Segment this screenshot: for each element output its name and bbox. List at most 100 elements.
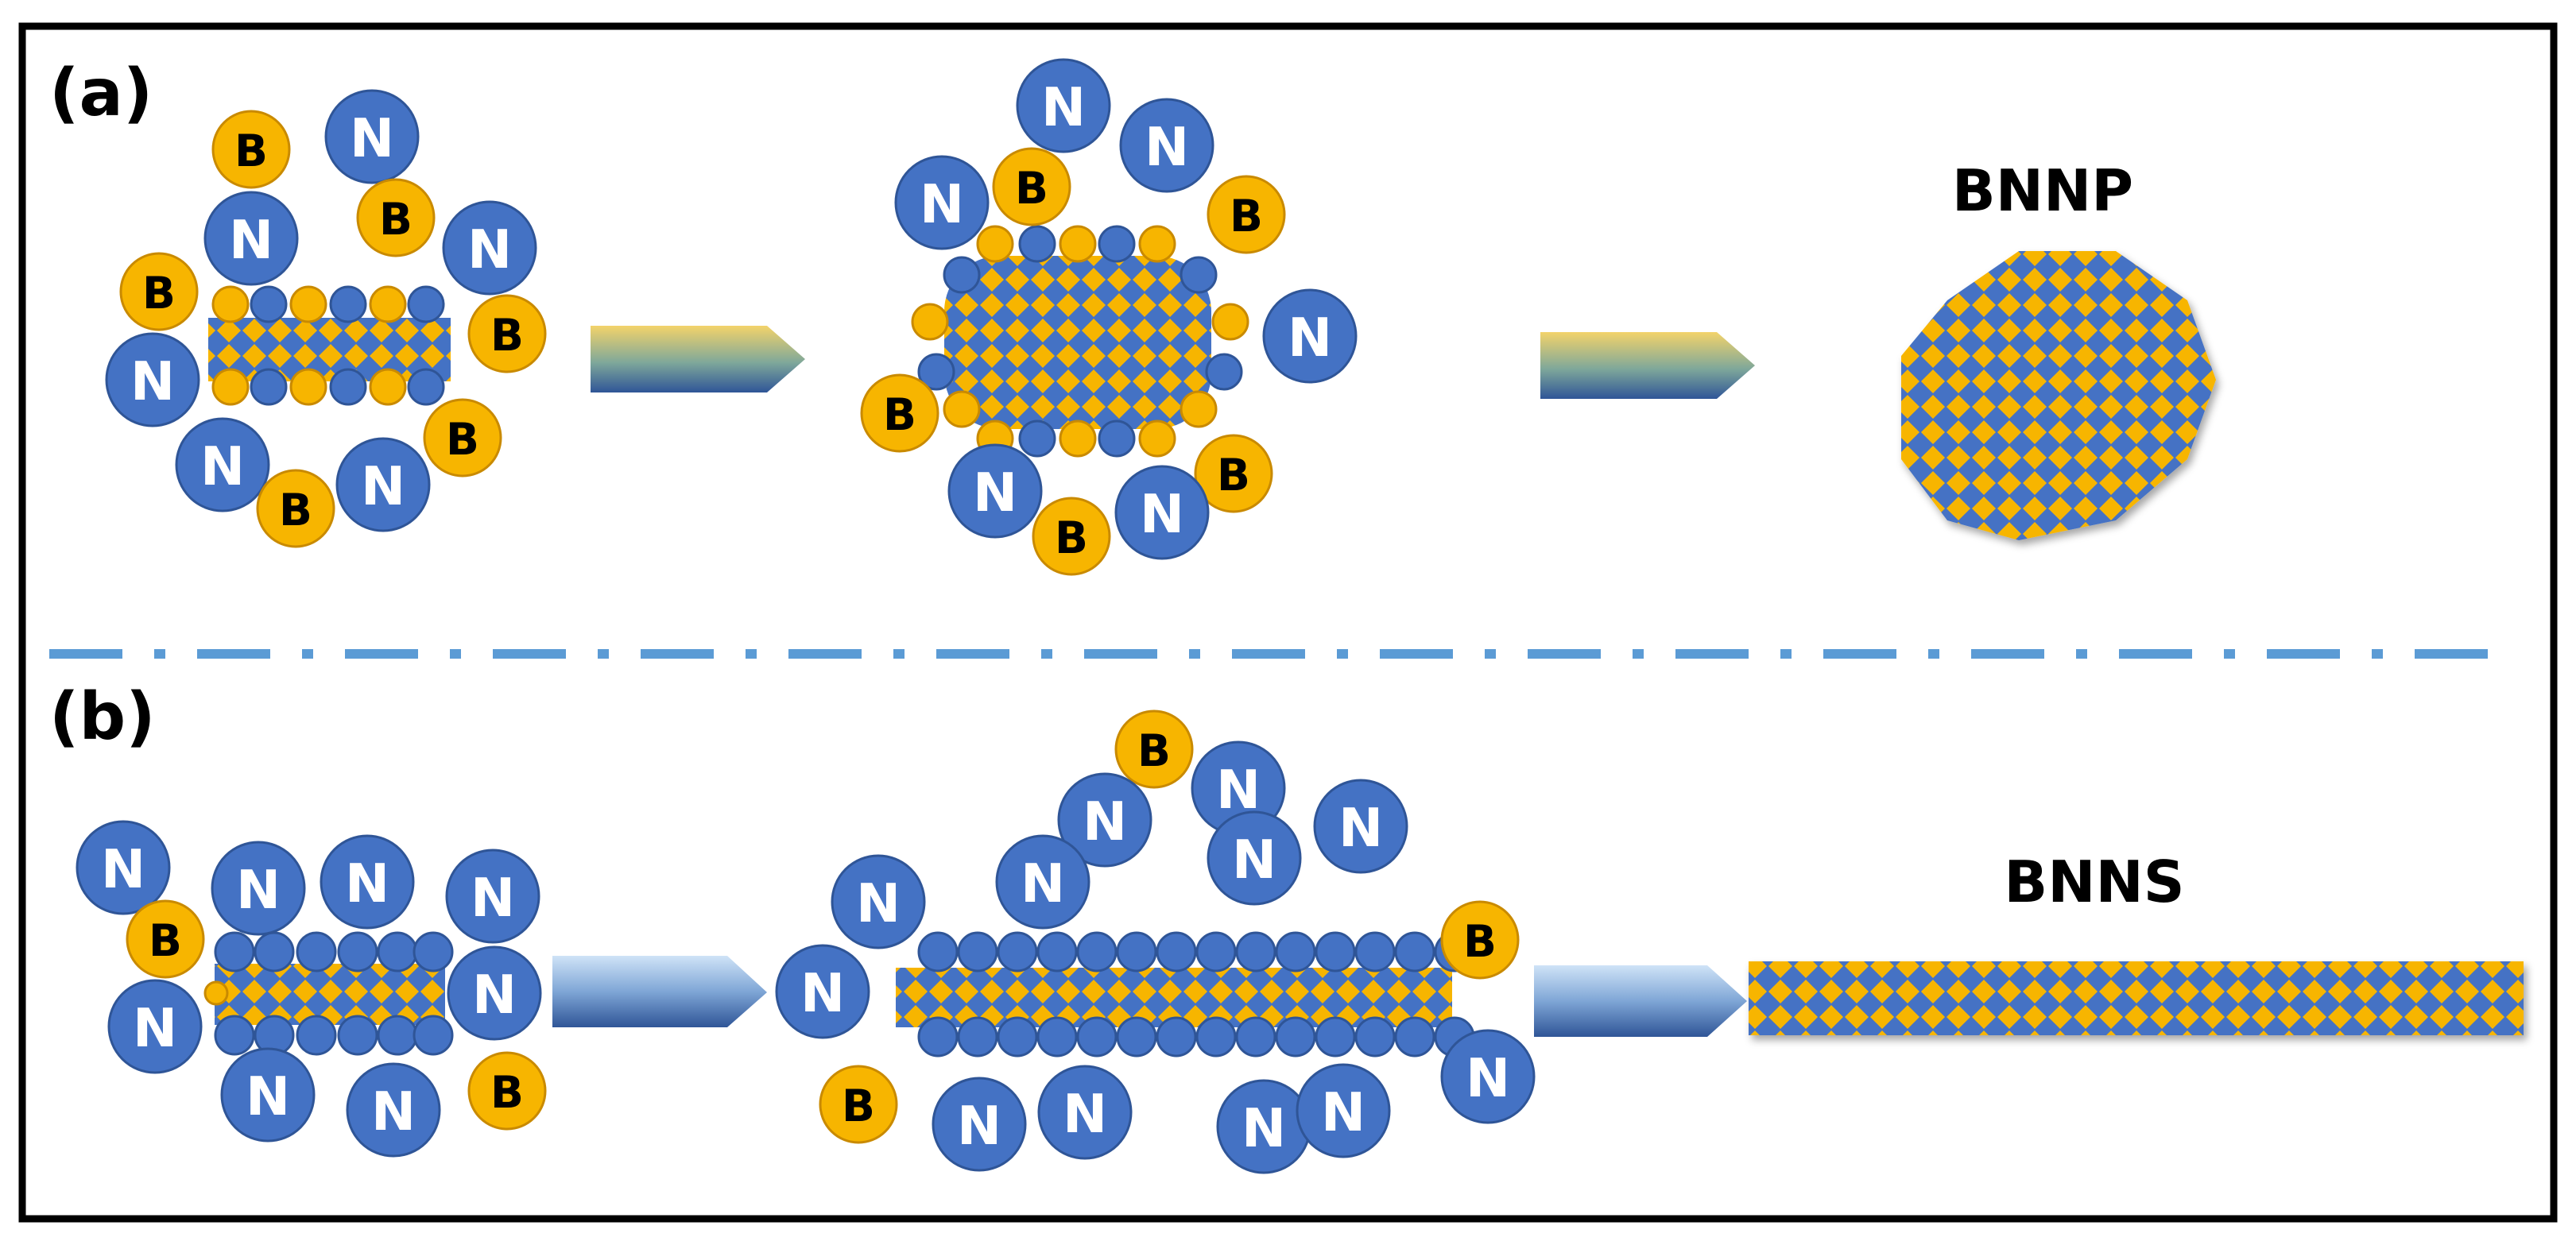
edge-nitrogen-dot: [1076, 1016, 1118, 1057]
nitrogen-circle: [442, 200, 537, 296]
boron-atom: B: [467, 1051, 547, 1131]
edge-nitrogen-dot: [250, 368, 288, 406]
nitrogen-circle: [1114, 465, 1210, 560]
nitrogen-circle: [932, 1077, 1027, 1172]
edge-atoms-a1: [211, 285, 445, 406]
nitrogen-circle: [76, 820, 171, 915]
boron-atom: B: [992, 147, 1071, 226]
nitrogen-atom: N: [1262, 288, 1358, 384]
edge-atoms-b2: [917, 931, 1475, 1057]
nitrogen-circle: [335, 437, 431, 532]
boron-circle: [211, 110, 291, 189]
lattice-a1: [208, 318, 451, 381]
edge-nitrogen-dot: [917, 1016, 959, 1057]
nitrogen-symbol: N: [1232, 829, 1276, 891]
boron-symbol: B: [149, 915, 182, 966]
nitrogen-atom: N: [105, 332, 200, 427]
nitrogen-circle: [1296, 1063, 1391, 1158]
nitrogen-symbol: N: [246, 1065, 290, 1127]
nitrogen-atom: N: [220, 1047, 316, 1143]
nitrogen-atom: N: [1207, 810, 1302, 906]
nitrogen-atom: N: [1313, 779, 1408, 874]
edge-nitrogen-dot: [1315, 931, 1356, 972]
nitrogen-atom: N: [1119, 98, 1214, 193]
nitrogen-circle: [947, 443, 1043, 539]
nitrogen-symbol: N: [1216, 759, 1261, 821]
nitrogen-atom: N: [1114, 465, 1210, 560]
boron-circle: [423, 398, 502, 478]
boron-circle: [1440, 900, 1520, 980]
nitrogen-atom: N: [107, 979, 203, 1074]
nitrogen-circle: [445, 849, 540, 944]
edge-nitrogen-dot: [1018, 225, 1056, 263]
edge-boron-dot: [1059, 225, 1097, 263]
edge-nitrogen-dot: [1394, 1016, 1435, 1057]
nitrogen-atom: N: [894, 155, 990, 250]
nitrogen-atom: N: [775, 944, 870, 1039]
nitrogen-symbol: N: [1140, 483, 1184, 545]
nitrogen-atom: N: [346, 1062, 441, 1158]
boron-symbol: B: [490, 310, 524, 361]
boron-symbol: B: [842, 1081, 875, 1131]
nitrogen-symbol: N: [920, 173, 964, 235]
nitrogen-circle: [894, 155, 990, 250]
boron-atom: B: [819, 1065, 898, 1144]
nitrogen-symbol: N: [371, 1081, 416, 1143]
nitrogen-symbol: N: [1338, 797, 1383, 859]
nitrogen-circle: [1057, 772, 1152, 868]
edge-nitrogen-dot: [413, 931, 454, 972]
edge-atoms-b1: [203, 931, 454, 1056]
edge-nitrogen-dot: [1235, 1016, 1276, 1057]
boron-symbol: B: [379, 194, 413, 245]
edge-nitrogen-dot: [377, 1015, 418, 1056]
edge-boron-dot: [1059, 420, 1097, 458]
edge-nitrogen-dot: [1018, 420, 1056, 458]
edge-nitrogen-dot: [329, 368, 367, 406]
nitrogen-circle: [1313, 779, 1408, 874]
edge-nitrogen-dot: [1156, 1016, 1197, 1057]
nitrogen-circle: [346, 1062, 441, 1158]
nitrogen-atom: N: [324, 89, 420, 184]
nitrogen-symbol: N: [361, 455, 405, 517]
nitrogen-symbol: N: [345, 853, 389, 914]
edge-boron-dot: [211, 285, 250, 323]
boron-atom: B: [423, 398, 502, 478]
boron-circle: [119, 252, 199, 331]
nitrogen-circle: [1119, 98, 1214, 193]
boron-circle: [1114, 709, 1194, 789]
bnns-label: BNNS: [2004, 849, 2184, 915]
edge-boron-dot: [943, 390, 981, 428]
nitrogen-atom: N: [175, 417, 270, 512]
boron-circle: [1207, 175, 1286, 254]
nitrogen-atom: N: [932, 1077, 1027, 1172]
nitrogen-circle: [220, 1047, 316, 1143]
edge-nitrogen-dot: [1036, 931, 1078, 972]
boron-circle: [1032, 497, 1111, 576]
bnnp-label: BNNP: [1952, 157, 2133, 224]
bnns-sheet: [1749, 961, 2524, 1035]
nitrogen-symbol: N: [1242, 1097, 1286, 1159]
boron-circle: [819, 1065, 898, 1144]
edge-nitrogen-dot: [957, 931, 998, 972]
nitrogen-symbol: N: [133, 997, 177, 1059]
nitrogen-symbol: N: [1021, 853, 1065, 914]
nitrogen-atom: N: [203, 191, 299, 286]
boron-symbol: B: [142, 268, 176, 319]
lattice-b1: [215, 964, 445, 1025]
edge-nitrogen-dot: [1275, 931, 1316, 972]
nitrogen-symbol: N: [472, 964, 517, 1026]
edge-boron-dot: [289, 285, 327, 323]
nitrogen-atom: N: [1191, 740, 1286, 836]
edge-nitrogen-dot: [214, 1015, 255, 1056]
edge-nitrogen-dot: [1235, 931, 1276, 972]
boron-circle: [860, 373, 939, 453]
nitrogen-circle: [1037, 1065, 1133, 1160]
nitrogen-circle: [995, 834, 1090, 930]
nitrogen-symbol: N: [130, 350, 175, 412]
nitrogen-circle: [1016, 58, 1111, 153]
boron-atom: B: [467, 294, 547, 373]
nitrogen-atom: N: [1016, 58, 1111, 153]
nitrogen-symbol: N: [1466, 1047, 1510, 1109]
edge-nitrogen-dot: [296, 931, 337, 972]
nitrogen-circle: [1262, 288, 1358, 384]
